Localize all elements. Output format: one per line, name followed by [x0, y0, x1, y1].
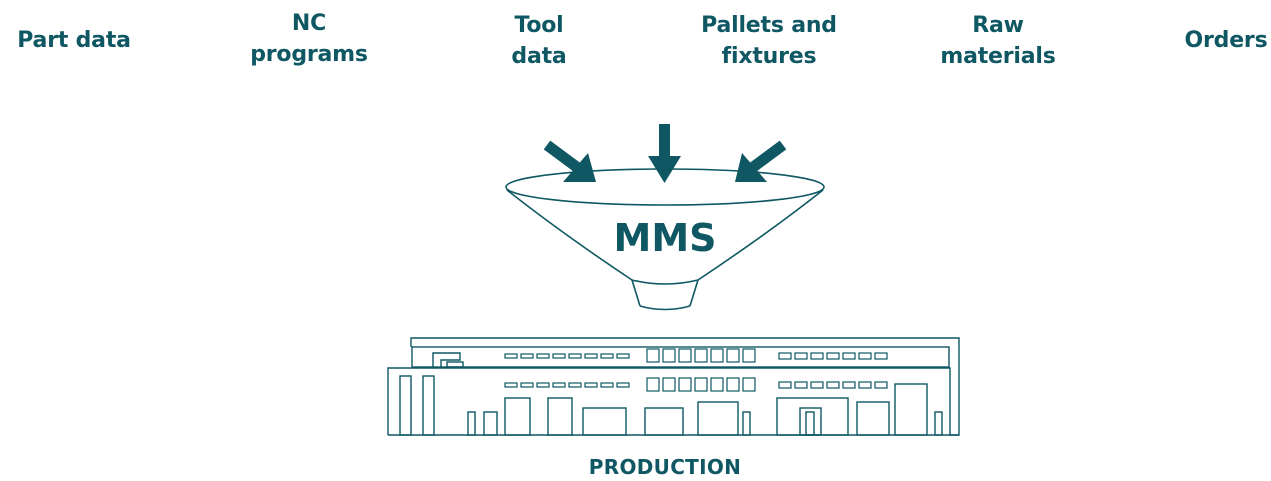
factory-window: [710, 348, 724, 363]
factory-window: [858, 352, 872, 360]
factory-window: [794, 352, 808, 360]
factory-window: [536, 382, 550, 388]
factory-window: [742, 377, 756, 392]
factory-window: [552, 353, 566, 359]
funnel-icon: [505, 168, 825, 311]
factory-window: [694, 348, 708, 363]
factory-window: [874, 381, 888, 389]
arrow-down-right-icon: [543, 140, 596, 182]
input-label-orders: Orders: [1184, 28, 1268, 53]
factory-window: [842, 381, 856, 389]
factory-window: [826, 381, 840, 389]
factory-window: [646, 377, 660, 392]
arrow-down-left-icon: [735, 140, 787, 182]
factory-window: [710, 377, 724, 392]
factory-window: [568, 353, 582, 359]
factory-window: [678, 348, 692, 363]
factory-window: [504, 353, 518, 359]
factory-window: [504, 382, 518, 388]
factory-window: [646, 348, 660, 363]
factory-window: [520, 353, 534, 359]
factory-window: [778, 352, 792, 360]
factory-window: [584, 382, 598, 388]
factory-window: [810, 352, 824, 360]
factory-window: [536, 353, 550, 359]
factory-window: [600, 353, 614, 359]
factory-window: [662, 348, 676, 363]
factory-window: [520, 382, 534, 388]
factory-window: [616, 382, 630, 388]
factory-icon: [387, 337, 960, 436]
factory-window: [810, 381, 824, 389]
input-label-nc-programs: NC programs: [250, 11, 368, 67]
input-label-pallets-fixtures: Pallets and fixtures: [701, 13, 837, 69]
factory-window: [826, 352, 840, 360]
factory-window: [678, 377, 692, 392]
input-label-raw-materials: Raw materials: [940, 13, 1056, 69]
production-label: PRODUCTION: [589, 455, 741, 479]
factory-window: [662, 377, 676, 392]
factory-window: [600, 382, 614, 388]
factory-windows: [504, 348, 888, 392]
factory-window: [742, 348, 756, 363]
input-label-part-data: Part data: [17, 28, 131, 53]
input-label-tool-data: Tool data: [511, 13, 567, 69]
factory-window: [794, 381, 808, 389]
arrow-down-icon: [648, 124, 681, 183]
factory-window: [568, 382, 582, 388]
mms-label: MMS: [614, 216, 717, 260]
factory-window: [552, 382, 566, 388]
factory-window: [726, 348, 740, 363]
factory-window: [584, 353, 598, 359]
factory-window: [694, 377, 708, 392]
factory-window: [842, 352, 856, 360]
factory-window: [858, 381, 872, 389]
factory-window: [778, 381, 792, 389]
factory-window: [616, 353, 630, 359]
factory-window: [874, 352, 888, 360]
factory-window: [726, 377, 740, 392]
